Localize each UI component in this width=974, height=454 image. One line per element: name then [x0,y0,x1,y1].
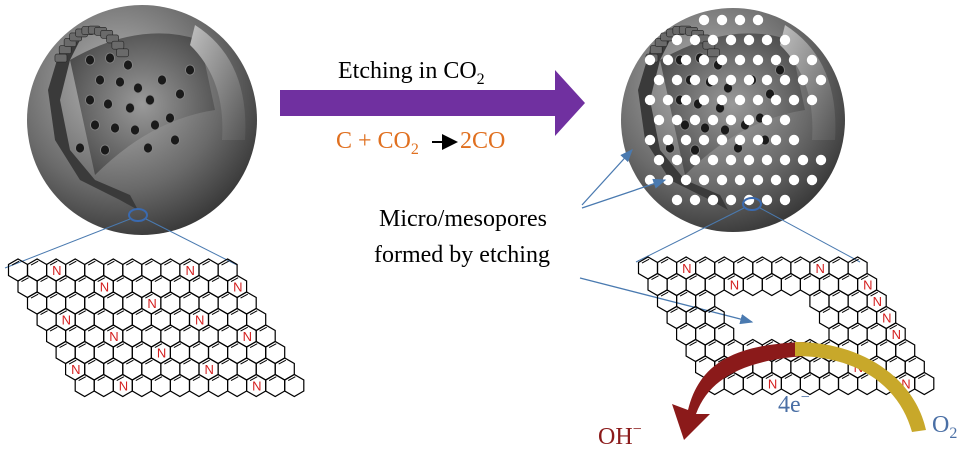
nitrogen-atom: N [882,311,891,326]
reaction-equation: C + CO2 2CO [336,128,505,158]
nitrogen-atom: N [147,296,156,311]
nitrogen-atom: N [243,329,252,344]
nitrogen-atom: N [185,263,194,278]
pores-pointer-3 [579,277,754,325]
nitrogen-atom: N [901,377,910,392]
hydroxide-label: OH− [598,421,642,450]
nitrogen-atom: N [195,313,204,328]
carbon-sphere-after [621,8,845,232]
nitrogen-atom: N [252,379,261,394]
nitrogen-atom: N [205,362,214,377]
pores-label-line1: Micro/mesopores [379,206,547,232]
nitrogen-atom: N [892,327,901,342]
process-arrow [280,70,585,136]
zoom-line-right-a [635,207,745,263]
zoom-line-right-b [759,207,861,263]
nitrogen-atom: N [815,261,824,276]
pores-label-line2: formed by etching [374,242,550,268]
zoom-marker-right [742,197,762,211]
nitrogen-atom: N [157,346,166,361]
pores-pointer-2 [581,178,667,209]
nitrogen-atom: N [71,362,80,377]
nitrogen-atom: N [119,379,128,394]
nitrogen-atom: N [233,280,242,295]
zoom-marker-left [128,208,148,222]
nitrogen-atom: N [109,329,118,344]
nitrogen-atom: N [52,263,61,278]
equation-lhs: C + CO [336,128,411,154]
nitrogen-atom: N [873,294,882,309]
n-doped-graphene-lattice-after [637,256,935,396]
nitrogen-atoms-before: N N N N N N N N N N N N N N [52,263,261,394]
nitrogen-atom: N [730,278,739,293]
o2-reactant-arrow [795,342,926,432]
nitrogen-atom: N [62,313,71,328]
zoom-line-left-b [145,218,238,266]
carbon-sphere-before [27,5,257,235]
nitrogen-atom: N [100,280,109,295]
nitrogen-atom: N [768,377,777,392]
zoom-line-left-a [4,218,131,269]
svg-text:C + CO2: C + CO2 [336,128,419,158]
oxygen-label: O2 [932,412,957,442]
nitrogen-atom: N [863,278,872,293]
pores-pointer-1 [581,149,633,206]
process-label: Etching in CO2 [338,58,485,88]
electrons-label: 4e− [778,389,810,418]
equation-rhs: 2CO [460,128,505,154]
oh-product-arrow [672,342,805,440]
nitrogen-atom: N [682,261,691,276]
n-doped-graphene-lattice-before [7,258,305,398]
